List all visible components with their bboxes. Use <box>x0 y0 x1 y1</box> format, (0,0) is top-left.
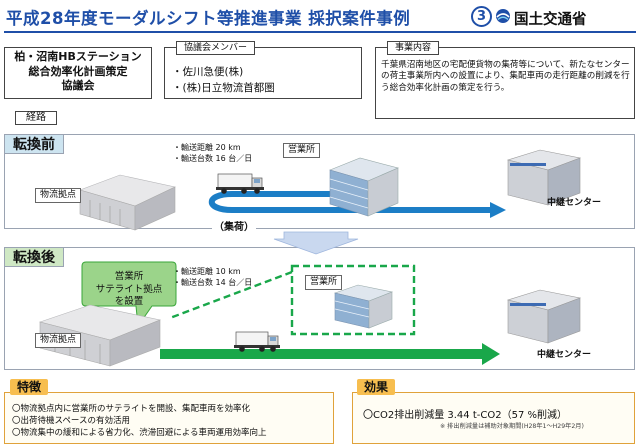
council-line-2: 総合効率化計画策定 <box>28 64 128 78</box>
members-box <box>164 47 362 99</box>
project-content-text: 千葉県沼南地区の宅配便貨物の集荷等について、新たなセンターの荷主事業所内への設置… <box>381 60 630 93</box>
pickup-label: （集荷） <box>212 218 256 233</box>
truck-icon <box>216 173 264 194</box>
satellite-callout <box>81 261 177 328</box>
council-name-box: 柏・沼南HBステーション 総合効率化計画策定 協議会 <box>4 47 152 99</box>
truck-icon-after <box>234 331 280 352</box>
case-number: 3 <box>476 9 487 24</box>
council-line-1: 柏・沼南HBステーション <box>14 50 142 63</box>
header-divider <box>4 31 636 33</box>
before-relay-center-label: 中継センター <box>547 198 602 208</box>
before-office-label: 営業所 <box>283 143 321 158</box>
before-vehicles: ・輸送台数 16 台／日 <box>173 154 253 163</box>
effect-label: 効果 <box>357 379 396 395</box>
effect-box <box>352 392 635 444</box>
feature-item: 〇物流拠点内に営業所のサテライトを開設、集配車両を効率化 <box>12 404 251 414</box>
before-distance: ・輸送距離 20 km <box>173 143 241 152</box>
satellite-frame <box>290 264 416 336</box>
member-hitachi: ・(株)日立物流首都圏 <box>172 82 275 94</box>
feature-item: 〇出荷待機スペースの有効活用 <box>12 416 130 426</box>
after-relay-center-label: 中継センター <box>537 350 592 360</box>
transport-route-arrow-icon <box>160 343 500 365</box>
office-building-icon-after <box>333 284 394 329</box>
after-office-label: 営業所 <box>305 275 343 290</box>
callout-line-3: を設置 <box>114 296 144 307</box>
features-label: 特徴 <box>10 379 49 395</box>
pickup-route-arrow-icon <box>209 191 506 218</box>
co2-reduction-note: ※ 排出削減量は補助対象期間(H28年1～H29年2月) <box>440 423 584 430</box>
ministry-name: 国土交通省 <box>514 12 587 28</box>
after-stats: ・輸送距離 10 km ・輸送台数 14 台／日 <box>173 266 252 288</box>
after-logistics-base-label: 物流拠点 <box>35 333 82 348</box>
member-sagawa: ・佐川急便(株) <box>172 66 244 78</box>
page-title: 平成28年度モーダルシフト等推進事業 採択案件事例 <box>6 9 411 28</box>
relay-center-building-icon <box>506 149 582 206</box>
before-label: 転換前 <box>4 134 64 154</box>
project-content-tag: 事業内容 <box>387 41 440 55</box>
satellite-callout-text: 営業所 サテライト拠点 を設置 <box>88 271 170 309</box>
council-line-3: 協議会 <box>61 79 95 92</box>
after-label: 転換後 <box>4 247 64 267</box>
route-tag: 経路 <box>15 111 57 125</box>
project-content-box <box>375 47 635 119</box>
members-tag: 協議会メンバー <box>176 41 256 55</box>
mlit-logo-icon <box>496 9 510 23</box>
callout-line-2: サテライト拠点 <box>95 283 163 295</box>
after-vehicles: ・輸送台数 14 台／日 <box>173 278 253 287</box>
callout-line-1: 営業所 <box>114 271 144 282</box>
relay-center-building-icon-after <box>506 289 582 344</box>
features-box <box>4 392 334 444</box>
before-logistics-base-label: 物流拠点 <box>35 188 82 203</box>
feature-item: 〇物流集中の緩和による省力化、渋滞回避による車両運用効率向上 <box>12 428 267 438</box>
transition-arrow-icon <box>273 231 359 255</box>
before-stats: ・輸送距離 20 km ・輸送台数 16 台／日 <box>173 142 252 164</box>
after-distance: ・輸送距離 10 km <box>173 267 241 276</box>
logistics-building-icon <box>79 174 176 231</box>
co2-reduction-text: 〇CO2排出削減量 3.44 t-CO2（57 %削減） <box>363 410 567 421</box>
office-building-icon <box>329 157 399 217</box>
case-number-badge: 3 <box>471 6 492 27</box>
